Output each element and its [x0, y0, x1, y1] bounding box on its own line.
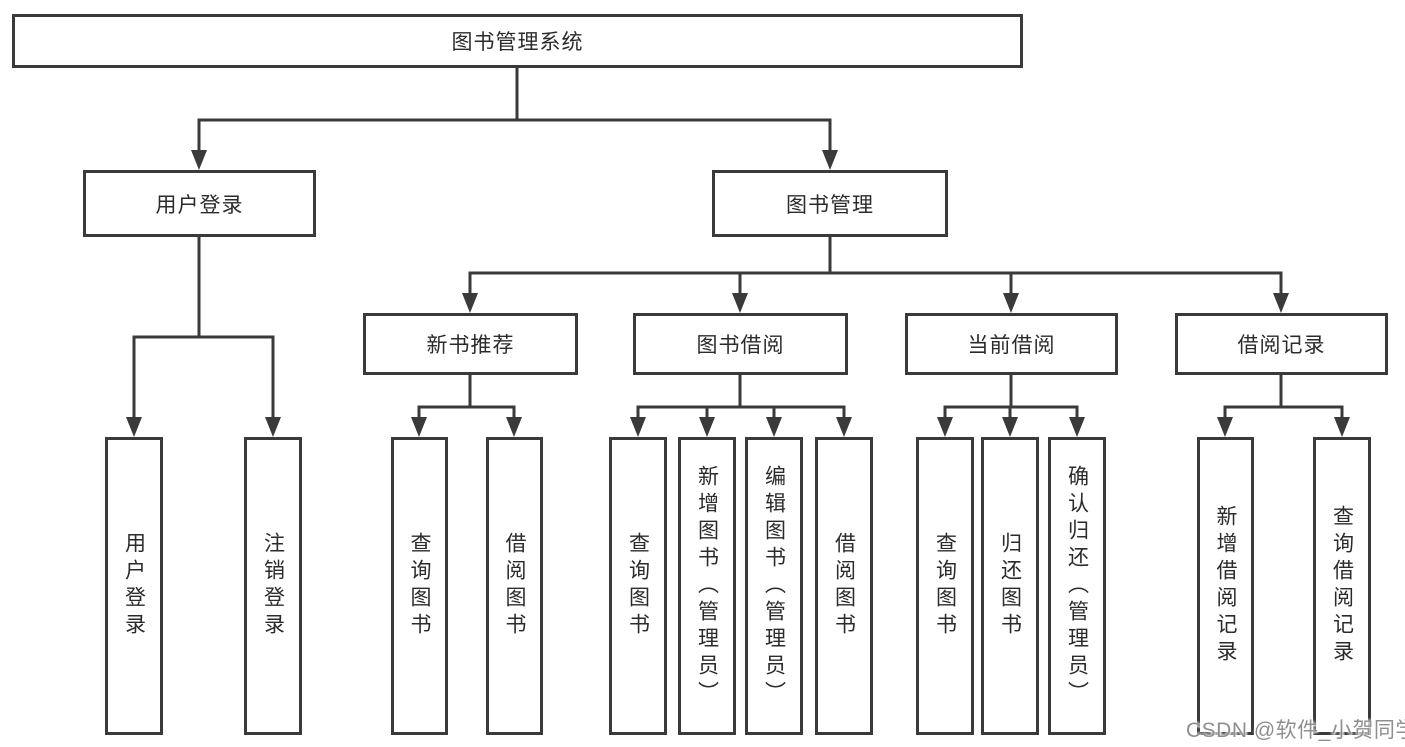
- node-leaf-query-borrow-record: 查询借阅记录: [1313, 437, 1371, 735]
- node-leaf-add-books-admin: 新增图书（管理员）: [678, 437, 736, 735]
- node-book-borrowing: 图书借阅: [633, 313, 848, 375]
- node-book-management: 图书管理: [712, 170, 948, 237]
- node-leaf-borrow-books: 借阅图书: [815, 437, 873, 735]
- node-leaf-user-login: 用户登录: [105, 437, 163, 735]
- node-user-login-module: 用户登录: [83, 170, 316, 237]
- node-leaf-edit-books-admin: 编辑图书（管理员）: [745, 437, 803, 735]
- node-leaf-query-books-recommend: 查询图书: [391, 437, 448, 735]
- node-leaf-logout: 注销登录: [244, 437, 302, 735]
- csdn-watermark: CSDN @软件_小贺同学: [1186, 719, 1405, 742]
- node-leaf-confirm-return-admin: 确认归还（管理员）: [1048, 437, 1106, 735]
- node-borrowing-records: 借阅记录: [1175, 313, 1388, 375]
- node-leaf-borrow-books-recommend: 借阅图书: [486, 437, 543, 735]
- node-leaf-return-books: 归还图书: [981, 437, 1039, 735]
- node-library-system: 图书管理系统: [12, 14, 1023, 68]
- node-current-borrowing: 当前借阅: [905, 313, 1118, 375]
- arrowheads: [126, 150, 1350, 437]
- node-leaf-query-books-borrow: 查询图书: [609, 437, 667, 735]
- node-new-book-recommend: 新书推荐: [363, 313, 578, 375]
- node-leaf-query-books-current: 查询图书: [916, 437, 974, 735]
- node-leaf-add-borrow-record: 新增借阅记录: [1197, 437, 1254, 735]
